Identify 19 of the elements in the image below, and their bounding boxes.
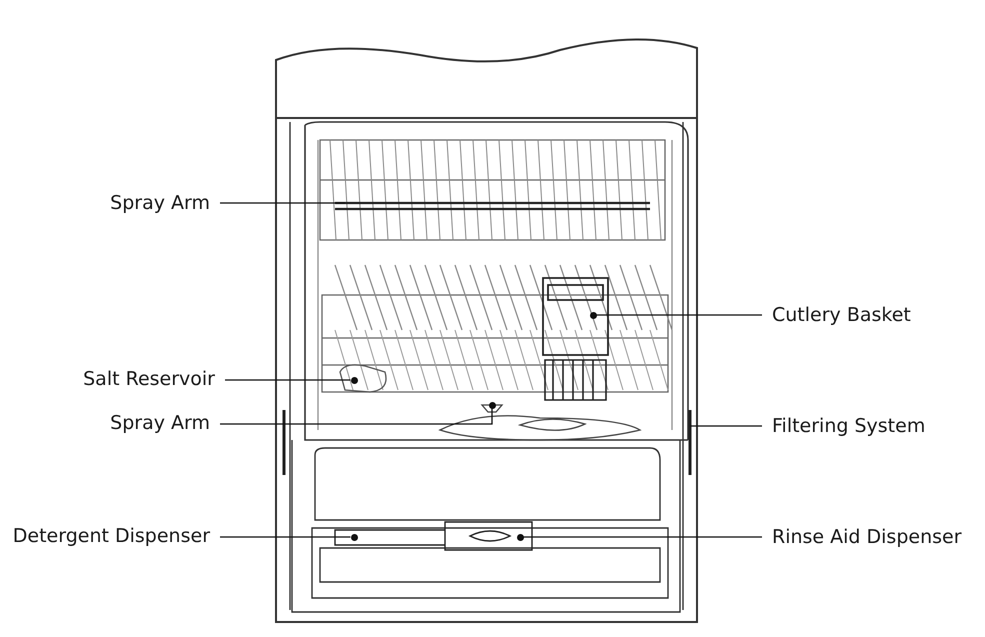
part-label: Detergent Dispenser: [12, 524, 210, 548]
pointer-dot: [488, 402, 496, 408]
leader-line: [524, 536, 762, 538]
pointer-dot: [590, 312, 596, 318]
part-label: Cutlery Basket: [772, 303, 911, 327]
leader-line: [220, 536, 350, 538]
pointer-dot: [350, 376, 358, 384]
pointer-dot: [350, 534, 358, 540]
part-label: Spray Arm: [110, 191, 210, 215]
leader-line: [596, 314, 762, 316]
leader-line: [690, 425, 762, 427]
pointer-dot: [516, 534, 524, 540]
leader-line: [225, 379, 350, 381]
leader-line: [220, 408, 493, 425]
leader-line: [220, 202, 345, 204]
part-label: Spray Arm: [110, 411, 210, 435]
part-label: Salt Reservoir: [83, 367, 215, 391]
part-label: Filtering System: [772, 414, 926, 438]
part-label: Rinse Aid Dispenser: [772, 525, 962, 549]
